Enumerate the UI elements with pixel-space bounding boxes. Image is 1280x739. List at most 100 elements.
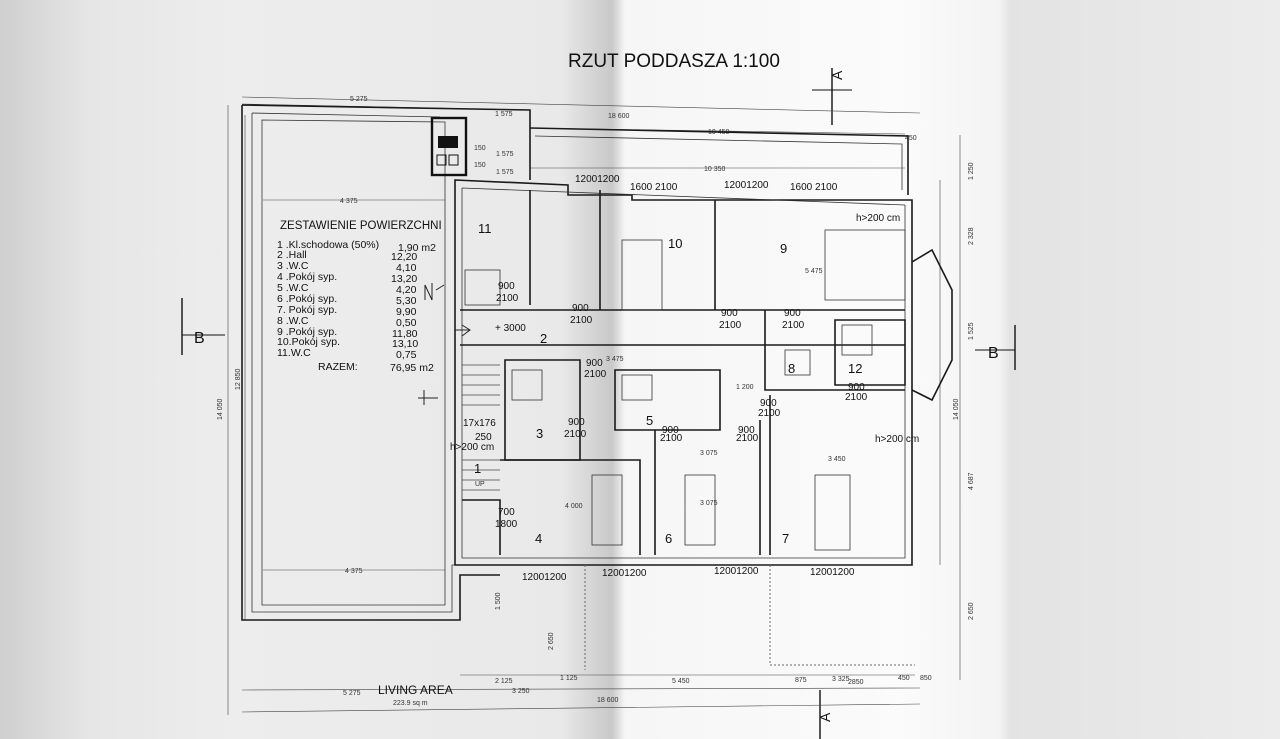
plan-text: 3 075 — [700, 450, 718, 457]
plan-text: 2 650 — [968, 602, 975, 620]
room-9: 9 — [780, 241, 787, 256]
plan-text: 2100 — [564, 429, 587, 440]
plan-text: B — [194, 330, 205, 347]
room-11: 11 — [478, 221, 492, 236]
plan-text: h>200 cm — [856, 213, 900, 224]
plan-text: 150 — [474, 145, 486, 152]
plan-text: 18 600 — [608, 113, 630, 120]
plan-text: 5 275 — [343, 690, 361, 697]
plan-text: 9 .Pokój syp. — [277, 326, 337, 338]
plan-text: 10 350 — [704, 166, 726, 173]
plan-text: 900 — [784, 308, 801, 319]
plan-text: 5 .W.C — [277, 282, 309, 294]
room-10: 10 — [668, 236, 682, 251]
plan-text: 900 — [662, 425, 679, 436]
chimney — [430, 116, 468, 177]
plan-text: 3 075 — [700, 500, 718, 507]
plan-text: 4 .Pokój syp. — [277, 271, 337, 283]
plan-text: 13,10 — [392, 338, 418, 350]
plan-text: 5,30 — [396, 295, 417, 307]
plan-text: 2100 — [736, 433, 759, 444]
plan-text: 9,90 — [396, 306, 417, 318]
plan-text: + 3000 — [495, 323, 526, 334]
plan-text: 7. Pokój syp. — [277, 304, 337, 316]
plan-text: 2 650 — [548, 632, 555, 650]
room-2: 2 — [540, 331, 547, 346]
plan-text: 12001200 — [724, 180, 769, 191]
plan-text: 1600 2100 — [790, 182, 838, 193]
plan-text: 0,50 — [396, 317, 417, 329]
room-1: 1 — [474, 461, 481, 476]
plan-text: B — [988, 345, 999, 362]
plan-text: 2100 — [758, 408, 781, 419]
plan-text: 1600 2100 — [630, 182, 678, 193]
plan-text: 3 .W.C — [277, 260, 309, 272]
plan-text: 1 575 — [496, 151, 514, 158]
room-6: 6 — [665, 531, 672, 546]
room-4: 4 — [535, 531, 542, 546]
plan-text: 11,80 — [392, 328, 418, 340]
living-area-label: LIVING AREA — [378, 683, 453, 697]
section-mark-b-right: B — [975, 325, 1016, 370]
plan-text: 900 — [721, 308, 738, 319]
room-5: 5 — [646, 413, 653, 428]
plan-text: 3 250 — [512, 688, 530, 695]
plan-text: 850 — [920, 675, 932, 682]
plan-text: 2100 — [719, 320, 742, 331]
plan-text: 2100 — [496, 293, 519, 304]
plan-text: 13,20 — [391, 273, 417, 285]
plan-text: 4,10 — [396, 262, 417, 274]
plan-text: 5 450 — [672, 678, 690, 685]
plan-text: 10.Pokój syp. — [277, 336, 340, 348]
plan-text: 700 — [498, 507, 515, 518]
living-area-value: 223.9 sq m — [393, 700, 428, 707]
plan-text: h>200 cm — [450, 442, 494, 453]
plan-text: 14 050 — [217, 398, 224, 420]
plan-text: 1 .Kl.schodowa (50%) — [277, 239, 379, 251]
plan-text: 900 — [572, 303, 589, 314]
dimension-lines — [227, 96, 961, 715]
plan-text: 4 375 — [345, 568, 363, 575]
section-mark-a-bottom: A — [817, 690, 833, 739]
room-12: 12 — [848, 361, 862, 376]
section-mark-a-top: A — [812, 68, 852, 125]
plan-text: 900 — [738, 425, 755, 436]
plan-text: 8 .W.C — [277, 315, 309, 327]
plan-text: 2100 — [584, 369, 607, 380]
plan-text: 0,75 — [396, 349, 417, 361]
room-8: 8 — [788, 361, 795, 376]
plan-text: 1 525 — [968, 322, 975, 340]
plan-text: 1,90 m2 — [398, 242, 436, 254]
plan-text: h>200 cm — [875, 434, 919, 445]
plan-text: 2100 — [782, 320, 805, 331]
plan-text: 76,95 m2 — [390, 362, 434, 374]
plan-text: 150 — [474, 162, 486, 169]
plan-text: 2 125 — [495, 678, 513, 685]
plan-text: 250 — [475, 432, 492, 443]
plan-text: 1 200 — [736, 384, 754, 391]
plan-text: 12001200 — [810, 567, 855, 578]
table-heading: ZESTAWIENIE POWIERZCHNI — [280, 220, 442, 232]
plan-text: 12,20 — [391, 251, 417, 263]
room-7: 7 — [782, 531, 789, 546]
area-table: ZESTAWIENIE POWIERZCHNI 1 .Kl.schodowa (… — [277, 220, 442, 374]
plan-text: A — [817, 712, 833, 722]
plan-text: 1 575 — [495, 111, 513, 118]
plan-text: 450 — [898, 675, 910, 682]
plan-text: 3 475 — [606, 356, 624, 363]
plan-text: 14 050 — [953, 398, 960, 420]
plan-text: 3 325 — [832, 676, 850, 683]
plan-text: 900 — [498, 281, 515, 292]
plan-text: A — [829, 70, 845, 80]
plan-text: 2100 — [570, 315, 593, 326]
plan-text: 12001200 — [575, 174, 620, 185]
handwritten-marks — [418, 283, 471, 405]
plan-text: 17x176 — [463, 418, 496, 429]
plan-text: 5 475 — [805, 268, 823, 275]
plan-text: 900 — [568, 417, 585, 428]
plan-text: 900 — [760, 398, 777, 409]
plan-text: 1800 — [495, 519, 518, 530]
plan-text: 1 125 — [560, 675, 578, 682]
plan-text: 5 275 — [350, 96, 368, 103]
